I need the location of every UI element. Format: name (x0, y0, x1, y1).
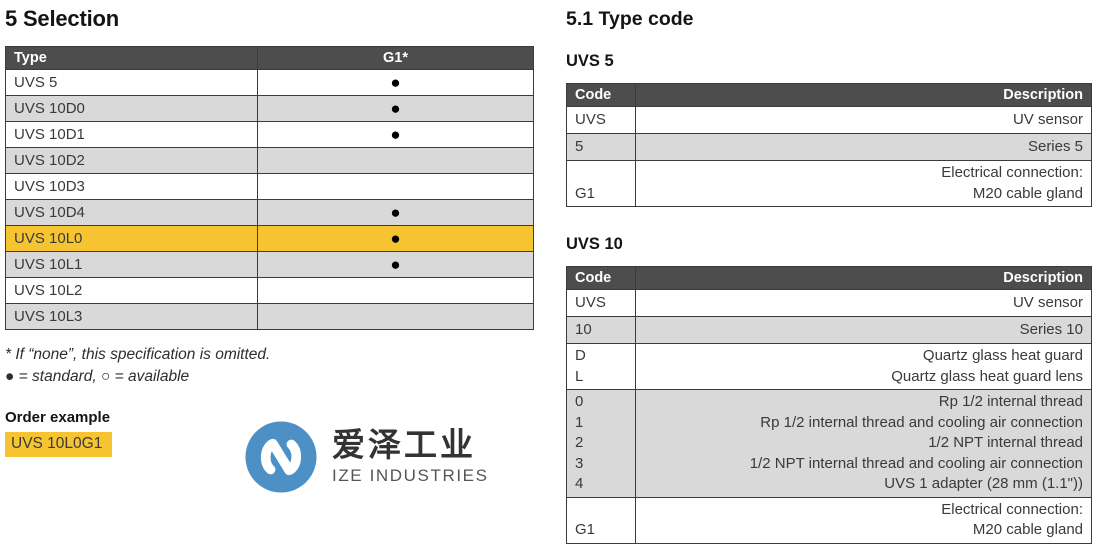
uvs10-type-code-table: Code Description UVS UV sensor 10 Series… (566, 266, 1092, 544)
legend: ● = standard, ○ = available (5, 368, 190, 385)
uvs10-heading: UVS 10 (566, 235, 623, 253)
code-cell: 5 (566, 133, 636, 161)
column-header-code: Code (566, 266, 636, 290)
standard-dot-cell: ● (257, 251, 534, 278)
uvs5-heading: UVS 5 (566, 52, 614, 70)
column-header-description: Description (635, 266, 1092, 290)
standard-dot-cell: ● (257, 199, 534, 226)
type-cell: UVS 5 (5, 69, 258, 96)
ize-logo: 爱泽工业 IZE INDUSTRIES (244, 420, 489, 494)
selection-table-header-row: Type G1* (5, 46, 534, 70)
uvs5-type-code-table: Code Description UVS UV sensor 5 Series … (566, 83, 1092, 207)
description-cell: UV sensor (635, 289, 1092, 317)
footnote: * If “none”, this specification is omitt… (5, 346, 271, 363)
table-row: UVS 10D0 ● (5, 95, 534, 122)
code-cell: 0 1 2 3 4 (566, 389, 636, 498)
page-title: 5 Selection (5, 6, 119, 31)
type-code-section: 5.1 Type code UVS 5 Code Description UVS… (566, 8, 1092, 544)
table-row: 0 1 2 3 4 Rp 1/2 internal thread Rp 1/2 … (566, 389, 1092, 498)
table-row: UVS 10D3 (5, 173, 534, 200)
standard-dot-cell (257, 173, 534, 200)
table-row: 5 Series 5 (566, 133, 1092, 161)
table-row: UVS 10L2 (5, 277, 534, 304)
code-cell: D L (566, 343, 636, 390)
section-title: 5.1 Type code (566, 8, 694, 30)
description-cell: Series 5 (635, 133, 1092, 161)
type-cell: UVS 10D0 (5, 95, 258, 122)
type-cell: UVS 10D2 (5, 147, 258, 174)
type-cell: UVS 10D1 (5, 121, 258, 148)
standard-dot-cell: ● (257, 225, 534, 252)
description-cell: Series 10 (635, 316, 1092, 344)
table-row: UVS 10D1 ● (5, 121, 534, 148)
code-cell: UVS (566, 289, 636, 317)
table-row: 10 Series 10 (566, 316, 1092, 344)
code-cell: 10 (566, 316, 636, 344)
description-cell: Rp 1/2 internal thread Rp 1/2 internal t… (635, 389, 1092, 498)
code-cell: G1 (566, 160, 636, 207)
type-code-header-row: Code Description (566, 266, 1092, 290)
standard-dot-cell (257, 303, 534, 330)
table-row: UVS 10D4 ● (5, 199, 534, 226)
standard-dot-cell (257, 277, 534, 304)
code-cell: UVS (566, 106, 636, 134)
column-header-code: Code (566, 83, 636, 107)
table-row: UVS 10L3 (5, 303, 534, 330)
type-cell: UVS 10D4 (5, 199, 258, 226)
order-example-value: UVS 10L0G1 (5, 432, 113, 457)
type-cell: UVS 10L2 (5, 277, 258, 304)
logo-en-text: IZE INDUSTRIES (332, 466, 489, 486)
standard-dot-cell (257, 147, 534, 174)
type-cell: UVS 10L0 (5, 225, 258, 252)
column-header-type: Type (5, 46, 258, 70)
type-cell: UVS 10L1 (5, 251, 258, 278)
standard-dot-cell: ● (257, 95, 534, 122)
table-row: UVS UV sensor (566, 106, 1092, 134)
table-row: UVS 10L1 ● (5, 251, 534, 278)
table-row: G1 Electrical connection: M20 cable glan… (566, 496, 1092, 544)
table-row: UVS 5 ● (5, 69, 534, 96)
type-cell: UVS 10D3 (5, 173, 258, 200)
column-header-description: Description (635, 83, 1092, 107)
order-example-label: Order example (5, 409, 111, 426)
table-row: G1 Electrical connection: M20 cable glan… (566, 160, 1092, 207)
code-cell: G1 (566, 496, 636, 544)
table-row-highlighted: UVS 10L0 ● (5, 225, 534, 252)
selection-section: 5 Selection Type G1* UVS 5 ● UVS 10D0 ● (5, 6, 534, 457)
description-cell: Electrical connection: M20 cable gland (635, 160, 1092, 207)
selection-table: Type G1* UVS 5 ● UVS 10D0 ● UVS 10D1 ● (5, 46, 534, 330)
table-row: D L Quartz glass heat guard Quartz glass… (566, 343, 1092, 390)
standard-dot-cell: ● (257, 121, 534, 148)
description-cell: Electrical connection: M20 cable gland (635, 496, 1092, 544)
table-row: UVS UV sensor (566, 289, 1092, 317)
ize-logo-mark-icon (245, 421, 317, 493)
standard-dot-cell: ● (257, 69, 534, 96)
description-cell: UV sensor (635, 106, 1092, 134)
logo-text: 爱泽工业 IZE INDUSTRIES (332, 425, 489, 487)
table-row: UVS 10D2 (5, 147, 534, 174)
type-code-header-row: Code Description (566, 83, 1092, 107)
type-cell: UVS 10L3 (5, 303, 258, 330)
logo-cn-text: 爱泽工业 (332, 425, 476, 463)
description-cell: Quartz glass heat guard Quartz glass hea… (635, 343, 1092, 390)
column-header-g1: G1* (257, 46, 534, 70)
